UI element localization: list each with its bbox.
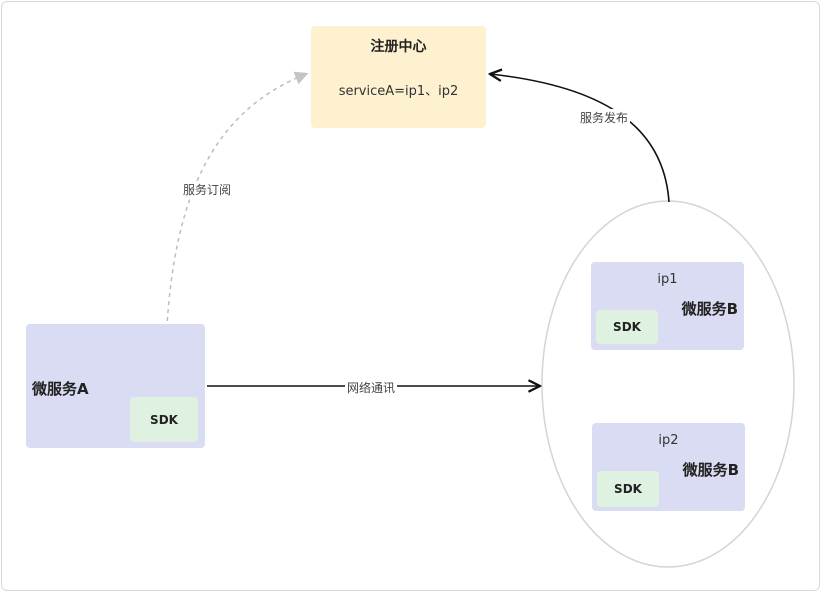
microservice-b-node-ip1: ip1 微服务B SDK xyxy=(591,262,744,350)
registry-center-node: 注册中心 serviceA=ip1、ip2 xyxy=(311,26,486,128)
registry-title: 注册中心 xyxy=(370,39,427,55)
microservice-b-sdk: SDK xyxy=(596,310,658,344)
microservice-a-node: 微服务A SDK xyxy=(26,324,205,448)
publish-connector xyxy=(490,74,670,203)
microservice-b-label: 微服务B xyxy=(681,300,738,318)
microservice-a-sdk: SDK xyxy=(130,397,198,442)
microservice-a-label: 微服务A xyxy=(32,380,89,398)
instance-ip-label: ip1 xyxy=(657,272,678,287)
registry-service-list: serviceA=ip1、ip2 xyxy=(338,84,459,99)
service-b-cluster xyxy=(541,200,795,568)
subscribe-edge-label: 服务订阅 xyxy=(181,181,234,198)
publish-edge-label: 服务发布 xyxy=(578,109,631,126)
network-edge-label: 网络通讯 xyxy=(345,379,398,396)
microservice-b-sdk: SDK xyxy=(597,471,659,507)
instance-ip-label: ip2 xyxy=(658,433,679,448)
microservice-b-label: 微服务B xyxy=(682,461,739,479)
microservice-b-node-ip2: ip2 微服务B SDK xyxy=(592,423,745,511)
